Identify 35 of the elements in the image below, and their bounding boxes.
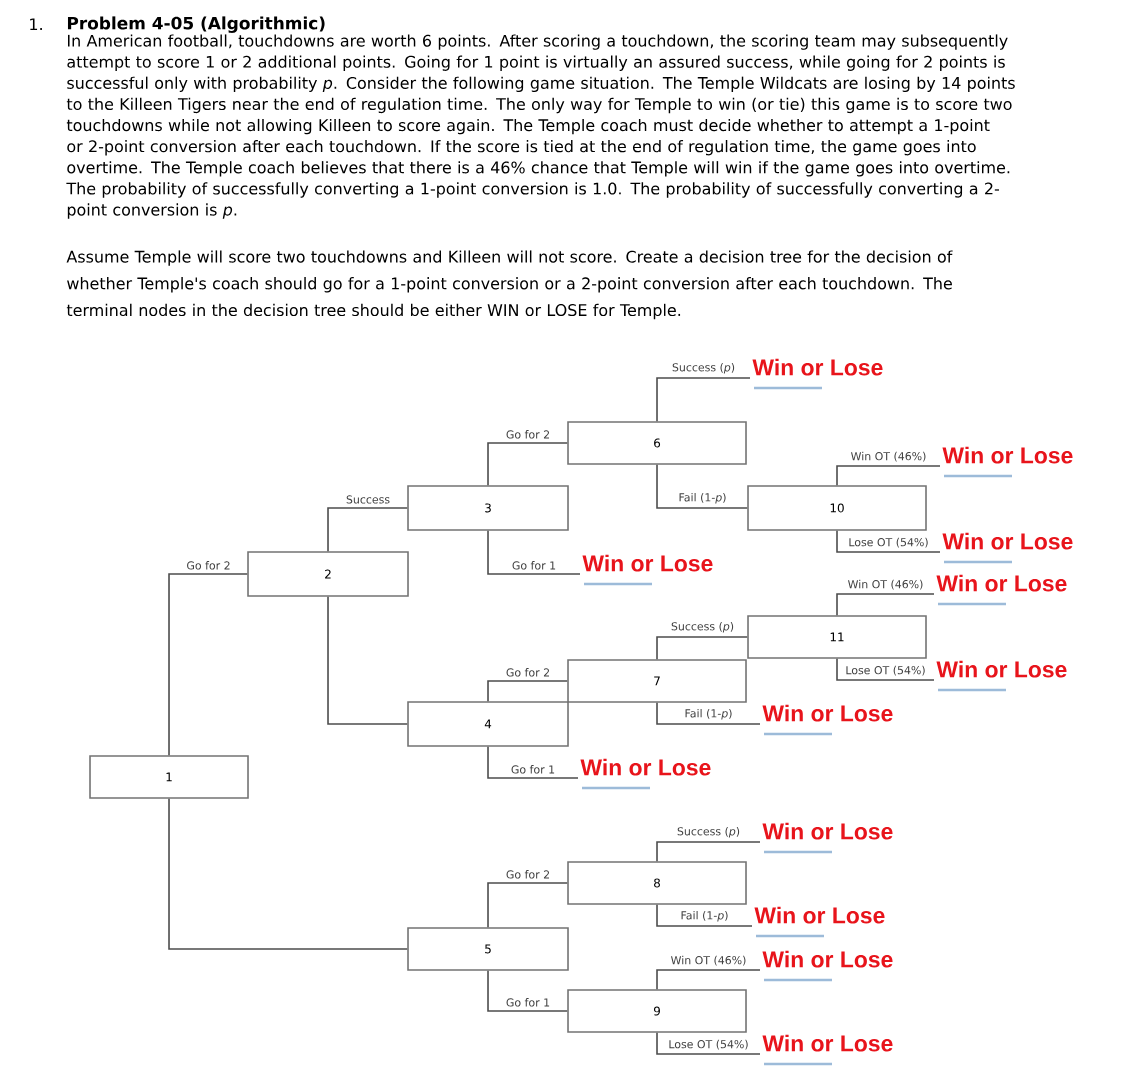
- connector: [656, 377, 751, 422]
- answer-field: Win or Lose: [936, 660, 1067, 692]
- connector: [836, 593, 935, 616]
- connector: [487, 882, 568, 928]
- answer-field: Win or Lose: [762, 950, 893, 982]
- answer-field: Win or Lose: [942, 532, 1073, 564]
- connector: [656, 464, 748, 509]
- connector: [656, 969, 761, 990]
- connector: [487, 530, 581, 575]
- answer-field: Win or Lose: [582, 554, 713, 586]
- connector: [656, 904, 753, 927]
- connector: [836, 530, 941, 553]
- connector: [836, 465, 941, 486]
- answer-field: Win or Lose: [762, 1034, 893, 1066]
- connector: [487, 746, 579, 779]
- answer-field: Win or Lose: [942, 446, 1073, 478]
- connector: [656, 841, 761, 862]
- answer-field: Win or Lose: [754, 906, 885, 938]
- connector: [168, 573, 248, 756]
- connector: [656, 702, 761, 725]
- connector: [487, 442, 568, 486]
- connector: [487, 970, 568, 1012]
- answer-field: Win or Lose: [580, 758, 711, 790]
- connector: [327, 507, 408, 552]
- answer-field: Win or Lose: [936, 574, 1067, 606]
- problem-title: Problem 4-05 (Algorithmic): [68, 16, 325, 33]
- connector: [327, 596, 408, 725]
- connector: [836, 658, 935, 681]
- connector: [487, 680, 568, 702]
- connector: [656, 1032, 761, 1055]
- answer-field: Win or Lose: [762, 822, 893, 854]
- connector: [656, 636, 748, 660]
- answer-field: Win or Lose: [762, 704, 893, 736]
- connector: [168, 798, 408, 950]
- answer-field: Win or Lose: [752, 358, 883, 390]
